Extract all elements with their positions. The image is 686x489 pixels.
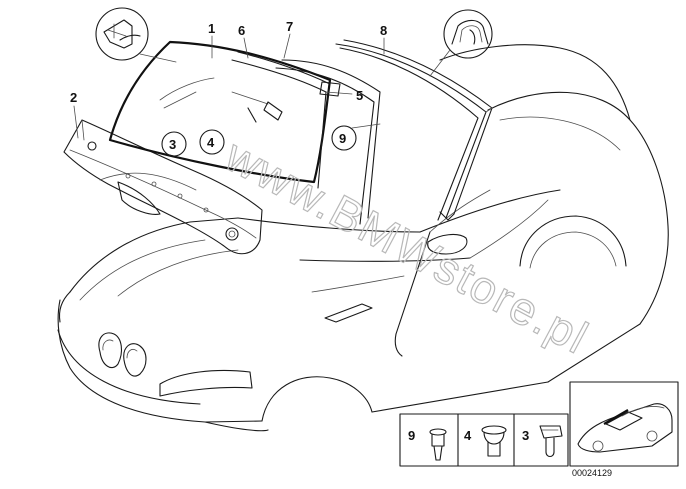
clip-9-icon [429, 428, 447, 461]
clip-3-icon [539, 425, 563, 458]
diagram-number: 00024129 [572, 468, 612, 478]
callout-6: 6 [238, 23, 245, 38]
windscreen-frame-part-7 [263, 59, 381, 225]
small-parts-legend: 9 4 3 [399, 413, 569, 467]
grommet-4-icon [481, 425, 507, 457]
legend-label-4: 4 [464, 428, 472, 443]
callout-circle-9: 9 [331, 125, 357, 151]
callout-1: 1 [208, 21, 215, 36]
legend-label-3: 3 [522, 428, 529, 443]
callout-8: 8 [380, 23, 387, 38]
callout-circle-4: 4 [199, 129, 225, 155]
callout-7: 7 [286, 19, 293, 34]
callout-circle-3: 3 [161, 131, 187, 157]
car-thumbnail [569, 381, 679, 467]
callout-9: 9 [339, 131, 346, 146]
cowl-panel-part [63, 119, 263, 255]
callout-4: 4 [207, 135, 215, 150]
callout-3: 3 [169, 137, 176, 152]
windscreen-part [108, 40, 332, 184]
leader-lines [73, 33, 385, 139]
detail-inset-right [429, 9, 493, 77]
detail-inset-left [95, 7, 177, 63]
seal-part-8 [335, 39, 493, 221]
callout-2: 2 [70, 90, 77, 105]
callout-5: 5 [356, 88, 363, 103]
car-body-outline [57, 44, 669, 432]
legend-label-9: 9 [408, 428, 415, 443]
